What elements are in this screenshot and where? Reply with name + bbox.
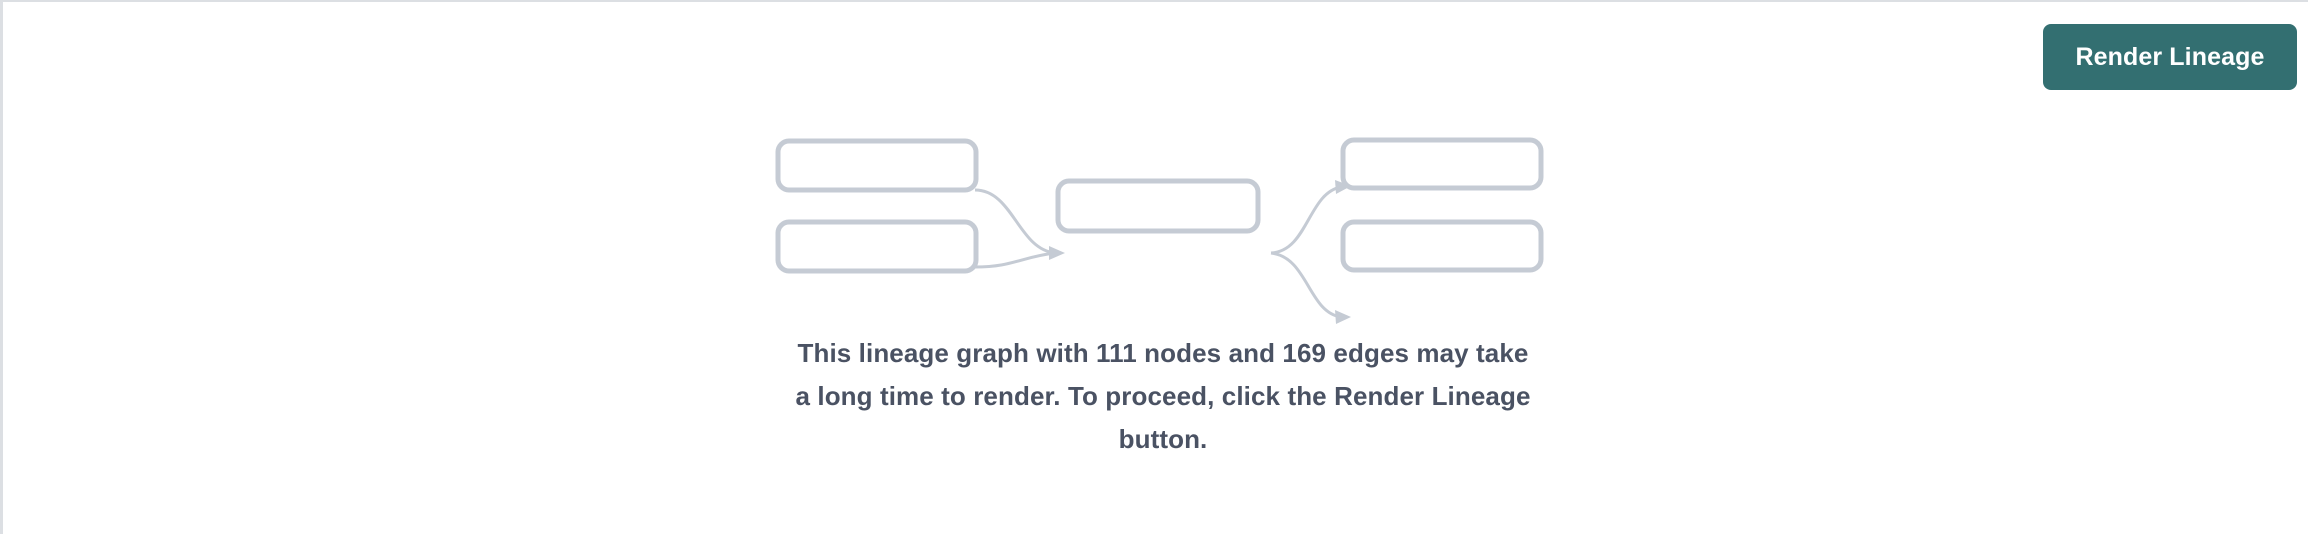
lineage-edges (974, 180, 1351, 324)
edge-center-to-right-top (1270, 185, 1342, 255)
message-line-2: a long time to render. To proceed, click… (795, 381, 1531, 411)
lineage-warning-message: This lineage graph with 111 nodes and 16… (723, 332, 1603, 461)
lineage-placeholder-graphic (763, 127, 1563, 324)
edge-center-to-right-bottom (1270, 251, 1342, 319)
lineage-node-left-top (775, 138, 979, 193)
lineage-node-right-bottom (1340, 219, 1544, 273)
edge-left-bottom-to-center (974, 251, 1056, 269)
lineage-node-left-bottom (775, 219, 979, 274)
message-line-3: button. (1118, 424, 1208, 454)
render-lineage-button[interactable]: Render Lineage (2043, 24, 2297, 90)
lineage-nodes (775, 137, 1544, 274)
edge-arrowhead-center-in (1049, 246, 1065, 260)
lineage-node-right-top (1340, 137, 1544, 191)
lineage-node-center (1055, 178, 1261, 234)
edge-arrowhead-right-top-in (1335, 180, 1351, 194)
message-line-1: This lineage graph with 111 nodes and 16… (797, 338, 1529, 368)
edge-arrowhead-right-bottom-in (1335, 310, 1351, 324)
edge-left-top-to-center (974, 188, 1056, 255)
